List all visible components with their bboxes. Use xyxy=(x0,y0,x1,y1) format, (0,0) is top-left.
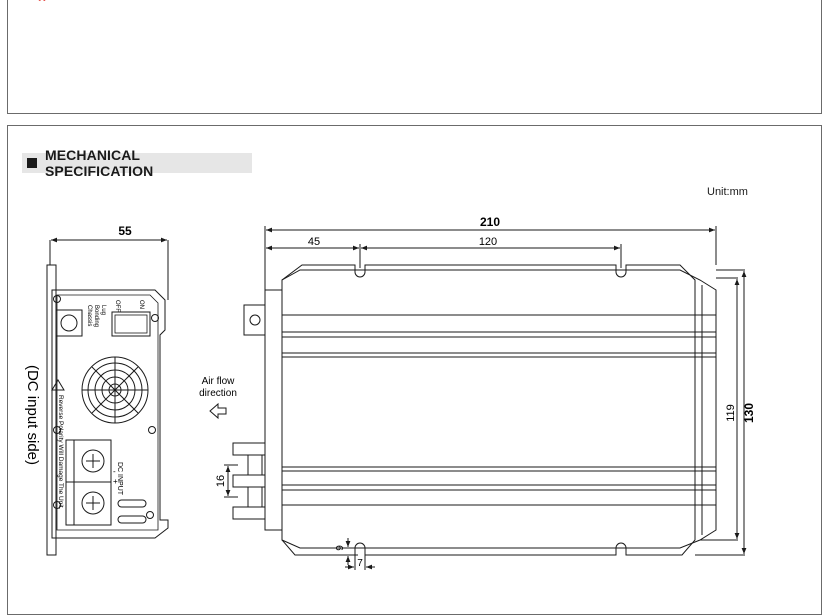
dim-120-label: 120 xyxy=(479,236,497,248)
top-body-outline xyxy=(264,269,717,549)
dim-7-label: 7 xyxy=(357,558,363,569)
vent-slot xyxy=(117,499,147,508)
screw-icon xyxy=(146,511,154,519)
bonding-lug-tab xyxy=(243,304,266,336)
dc-plus-label: + xyxy=(113,477,118,486)
top-flange-plate xyxy=(281,264,696,556)
airflow-arrow-icon xyxy=(209,402,227,420)
section-heading: MECHANICAL SPECIFICATION xyxy=(22,147,252,179)
dim-119-label: 119 xyxy=(725,404,737,422)
bonding-lug-bolt xyxy=(60,314,78,332)
mechanical-spec-panel xyxy=(7,125,822,615)
airflow-label-2: direction xyxy=(199,388,237,399)
bonding-lug-hole xyxy=(249,314,261,326)
vent-slot xyxy=(117,515,147,524)
dc-terminal-positive xyxy=(81,449,105,473)
unit-label: Unit:mm xyxy=(707,186,748,198)
dim-16-label: 16 xyxy=(215,475,227,487)
screw-icon xyxy=(53,295,61,303)
top-panel xyxy=(7,0,822,114)
top-view xyxy=(224,226,747,570)
switch-off-label: OFF xyxy=(114,300,120,312)
side-body-inner xyxy=(56,294,159,531)
screw-icon xyxy=(151,314,159,322)
dc-terminal-negative xyxy=(81,491,105,515)
lug-label-2: Bonding xyxy=(93,305,99,327)
dim-130-label: 130 xyxy=(742,403,756,423)
lug-label-1: Chassis xyxy=(86,305,92,326)
screw-icon xyxy=(148,426,156,434)
warning-icon xyxy=(51,379,65,391)
bonding-lug-icon xyxy=(55,309,83,337)
side-flange xyxy=(46,264,57,556)
power-switch-icon xyxy=(111,311,151,337)
dc-input-label: DC INPUT xyxy=(116,462,123,496)
airflow-label-1: Air flow xyxy=(202,376,236,387)
dim-9-label: 9 xyxy=(335,545,346,551)
dc-input-terminals xyxy=(232,442,266,520)
side-body-outline xyxy=(51,289,169,539)
fan-grill-icon xyxy=(81,356,149,424)
asterisk-mark: * xyxy=(37,0,48,16)
dc-minus-label: - xyxy=(113,467,116,476)
screw-icon xyxy=(53,426,61,434)
dim-210-label: 210 xyxy=(480,215,500,229)
switch-on-label: ON xyxy=(138,300,144,309)
side-view xyxy=(46,237,169,556)
polarity-warning: Reverse Polarity Will Damage The Unit. xyxy=(57,395,64,510)
dc-input-side-label: (DC input side) xyxy=(24,365,41,465)
lug-label-3: Lug xyxy=(100,305,106,315)
section-title: MECHANICAL SPECIFICATION xyxy=(44,147,154,179)
screw-icon xyxy=(53,501,61,509)
square-bullet-icon xyxy=(27,158,37,168)
dim-55-label: 55 xyxy=(118,224,132,238)
dim-45-label: 45 xyxy=(308,236,320,248)
